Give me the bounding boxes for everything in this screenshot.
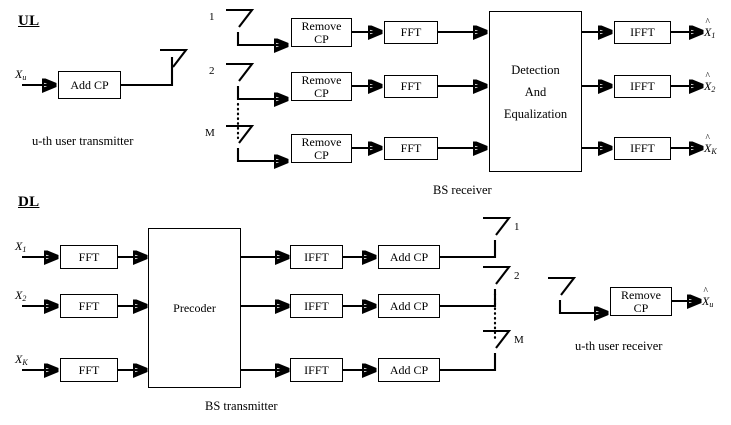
antenna-icon xyxy=(483,329,512,349)
dl-remove-cp-line1: Remove xyxy=(621,287,661,302)
ul-input-label: Xu xyxy=(15,67,27,82)
ul-remove-cp-block-2[interactable]: Remove CP xyxy=(291,72,352,101)
ul-user-transmitter-caption: u-th user transmitter xyxy=(32,134,134,148)
dl-ifft-block-2[interactable]: IFFT xyxy=(290,294,343,318)
detection-and-equalization-block[interactable]: Detection And Equalization xyxy=(489,11,582,172)
dl-input-label-1: X1 xyxy=(15,239,27,254)
ul-remove-cp-line1-m: Remove xyxy=(301,134,342,149)
dl-remove-cp-line2: CP xyxy=(633,300,649,315)
detection-line-2: And xyxy=(524,84,547,99)
dl-add-cp-block-1[interactable]: Add CP xyxy=(378,245,440,269)
antenna-icon xyxy=(160,48,189,68)
dl-input-label-k: XK xyxy=(15,352,28,367)
ul-fft-block-2[interactable]: FFT xyxy=(384,75,438,98)
ul-ifft-block-k[interactable]: IFFT xyxy=(614,137,671,160)
dl-antenna-index-2: 2 xyxy=(514,270,520,282)
ul-antenna-index-m: M xyxy=(205,127,215,139)
section-title-ul: UL xyxy=(18,13,40,29)
detection-line-3: Equalization xyxy=(503,106,568,121)
bs-transmitter-caption: BS transmitter xyxy=(205,399,278,413)
ul-remove-cp-line2-2: CP xyxy=(314,85,329,100)
ul-add-cp-block[interactable]: Add CP xyxy=(58,71,121,99)
antenna-icon xyxy=(548,276,577,296)
section-title-dl: DL xyxy=(18,194,40,210)
ul-remove-cp-block-1[interactable]: Remove CP xyxy=(291,18,352,47)
antenna-icon xyxy=(226,124,255,144)
dl-output-label: Xu xyxy=(702,295,713,311)
ul-ifft-block-2[interactable]: IFFT xyxy=(614,75,671,98)
detection-line-1: Detection xyxy=(511,62,560,77)
ul-remove-cp-block-m[interactable]: Remove CP xyxy=(291,134,352,163)
ul-output-label-k: XK xyxy=(704,142,717,158)
dl-ifft-block-1[interactable]: IFFT xyxy=(290,245,343,269)
ul-antenna-index-2: 2 xyxy=(209,65,215,77)
dl-add-cp-block-m[interactable]: Add CP xyxy=(378,358,440,382)
dl-fft-block-k[interactable]: FFT xyxy=(60,358,118,382)
ul-remove-cp-line1-2: Remove xyxy=(301,72,342,87)
dl-fft-block-2[interactable]: FFT xyxy=(60,294,118,318)
ul-remove-cp-line2-1: CP xyxy=(314,31,329,46)
ul-output-label-2: X2 xyxy=(704,80,715,96)
user-receiver-caption: u-th user receiver xyxy=(575,339,663,353)
ul-antenna-index-1: 1 xyxy=(209,11,215,23)
ul-output-label-1: X1 xyxy=(704,26,715,42)
bs-receiver-caption: BS receiver xyxy=(433,183,492,197)
dl-antenna-index-1: 1 xyxy=(514,221,520,233)
antenna-icon xyxy=(483,265,512,285)
ul-remove-cp-line1-1: Remove xyxy=(301,18,342,33)
dl-antenna-index-m: M xyxy=(514,334,524,346)
dl-add-cp-block-2[interactable]: Add CP xyxy=(378,294,440,318)
dl-remove-cp-block[interactable]: Remove CP xyxy=(610,287,672,316)
ul-remove-cp-line2-m: CP xyxy=(314,147,329,162)
ul-fft-block-1[interactable]: FFT xyxy=(384,21,438,44)
ul-ifft-block-1[interactable]: IFFT xyxy=(614,21,671,44)
ul-fft-block-m[interactable]: FFT xyxy=(384,137,438,160)
precoder-block[interactable]: Precoder xyxy=(148,228,241,388)
dl-fft-block-1[interactable]: FFT xyxy=(60,245,118,269)
antenna-icon xyxy=(226,62,255,82)
antenna-icon xyxy=(226,8,255,28)
antenna-icon xyxy=(483,216,512,236)
dl-input-label-2: X2 xyxy=(15,288,27,303)
dl-ifft-block-m[interactable]: IFFT xyxy=(290,358,343,382)
